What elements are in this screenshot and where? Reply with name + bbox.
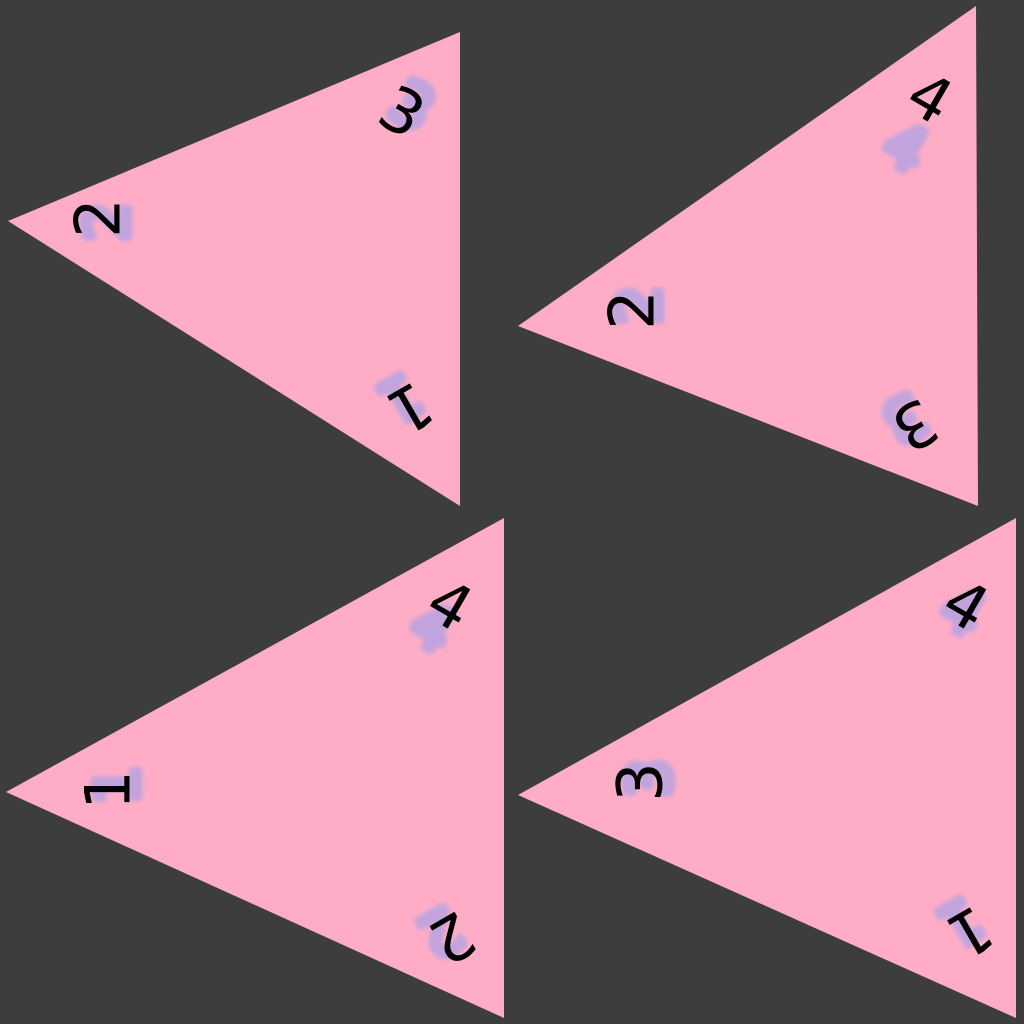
triangle-2-shape[interactable] — [518, 6, 978, 506]
triangle-4-scribble-1: 3 — [615, 759, 685, 797]
triangle-4-shape[interactable] — [518, 518, 1016, 1018]
triangle-3-shape[interactable] — [6, 518, 504, 1018]
triangle-3[interactable]: 1 1 4 4 2 2 — [6, 518, 504, 1018]
triangle-4-label-1: 3 — [604, 762, 677, 801]
triangle-3-label-1: 1 — [72, 770, 145, 809]
triangle-1[interactable]: 2 2 3 3 1 1 — [8, 32, 460, 506]
triangle-2-label-1: 2 — [596, 290, 669, 329]
triangle-2[interactable]: 2 2 4 4 3 3 — [518, 6, 978, 506]
triangle-1-shape[interactable] — [8, 32, 460, 506]
triangle-3-scribble-1: 1 — [83, 766, 153, 804]
triangle-1-scribble-1: 2 — [73, 203, 143, 241]
triangle-2-scribble-1: 2 — [605, 286, 675, 324]
triangle-4[interactable]: 3 3 4 4 1 1 — [518, 518, 1016, 1018]
triangle-1-label-1: 2 — [62, 198, 135, 237]
